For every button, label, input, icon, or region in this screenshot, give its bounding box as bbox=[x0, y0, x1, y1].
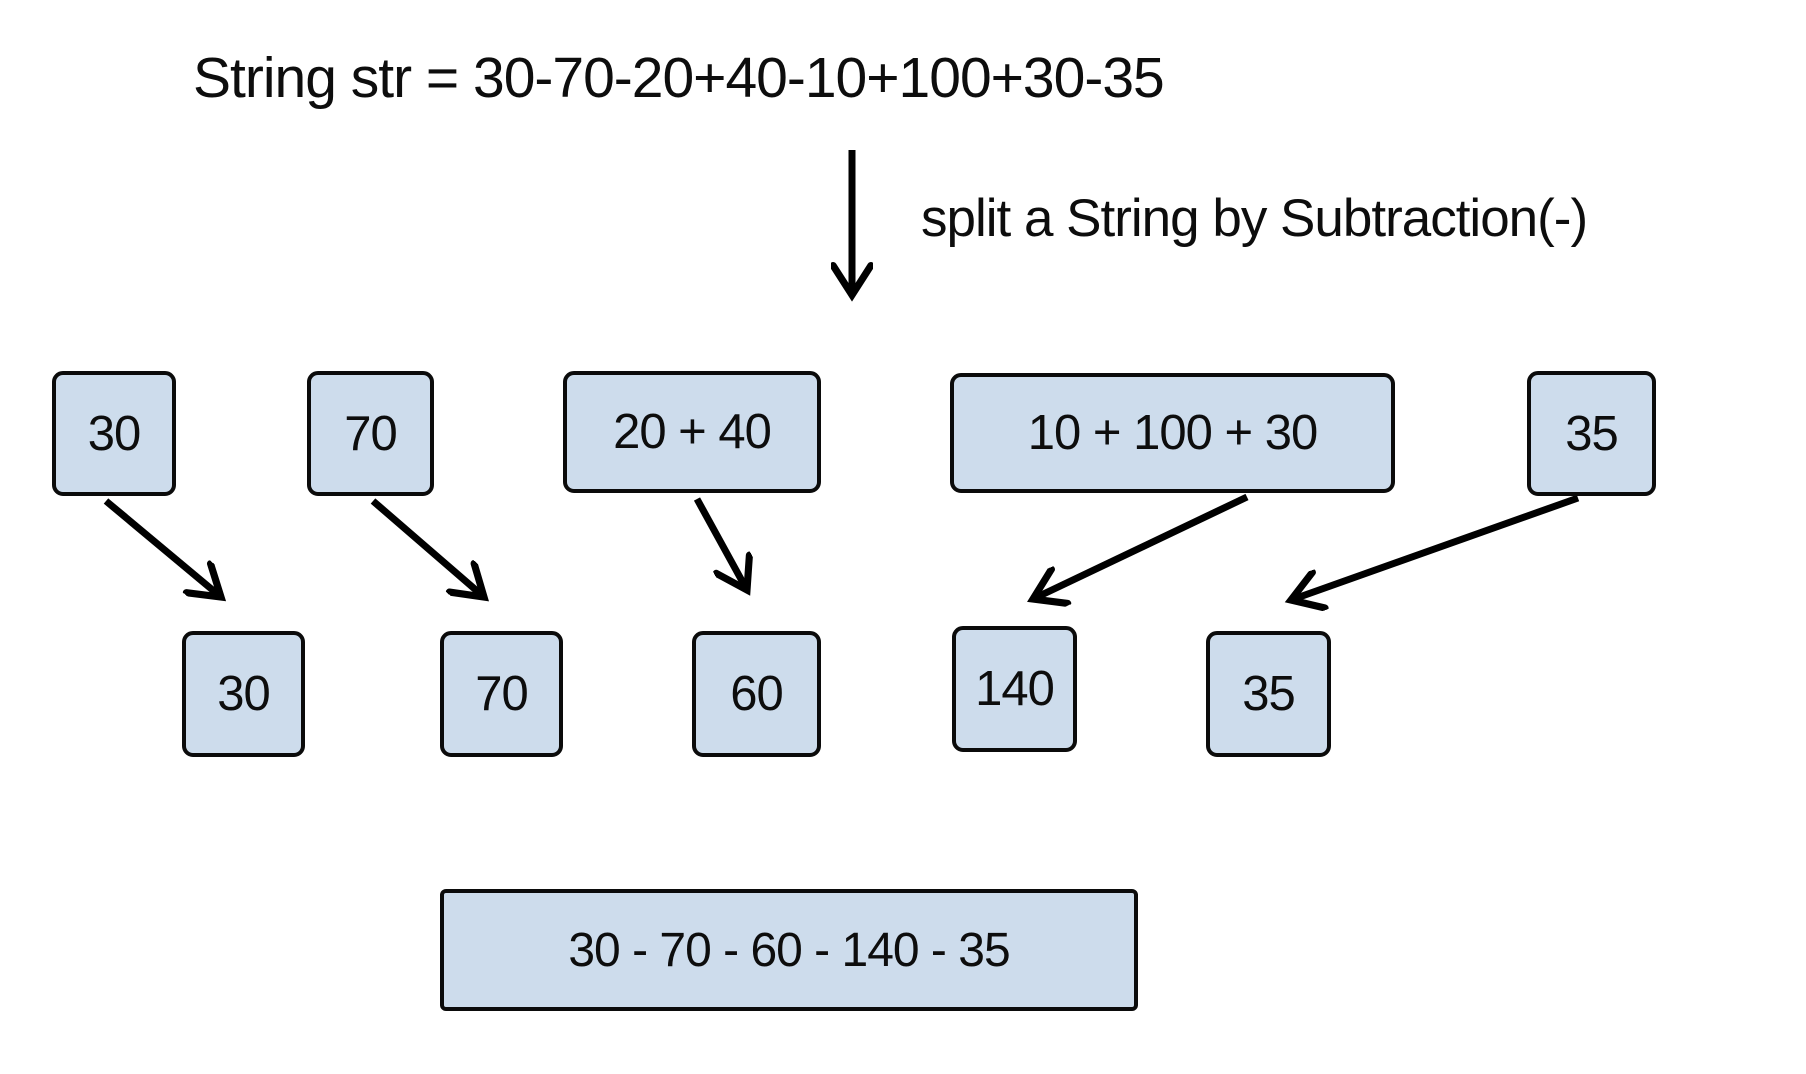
segment-box-3: 20 + 40 bbox=[563, 371, 821, 493]
result-box-1: 30 bbox=[182, 631, 305, 757]
segment-box-2: 70 bbox=[307, 371, 434, 496]
final-expression-box: 30 - 70 - 60 - 140 - 35 bbox=[440, 889, 1138, 1011]
segment-box-4: 10 + 100 + 30 bbox=[950, 373, 1395, 493]
arrow-segment4-to-result4-icon bbox=[1033, 493, 1249, 599]
arrow-segment3-to-result3-icon bbox=[693, 497, 747, 590]
segment-box-5: 35 bbox=[1527, 371, 1656, 496]
arrow-segment1-to-result1-icon bbox=[103, 498, 221, 597]
diagram-title: String str = 30-70-20+40-10+100+30-35 bbox=[193, 46, 1165, 110]
segment-box-1: 30 bbox=[52, 371, 176, 496]
split-arrow-label: split a String by Subtraction(-) bbox=[921, 189, 1588, 248]
arrow-segment2-to-result2-icon bbox=[370, 498, 484, 597]
result-box-2: 70 bbox=[440, 631, 563, 757]
result-box-5: 35 bbox=[1206, 631, 1331, 757]
result-box-3: 60 bbox=[692, 631, 821, 757]
arrow-segment5-to-result5-icon bbox=[1291, 494, 1580, 600]
result-box-4: 140 bbox=[952, 626, 1077, 752]
